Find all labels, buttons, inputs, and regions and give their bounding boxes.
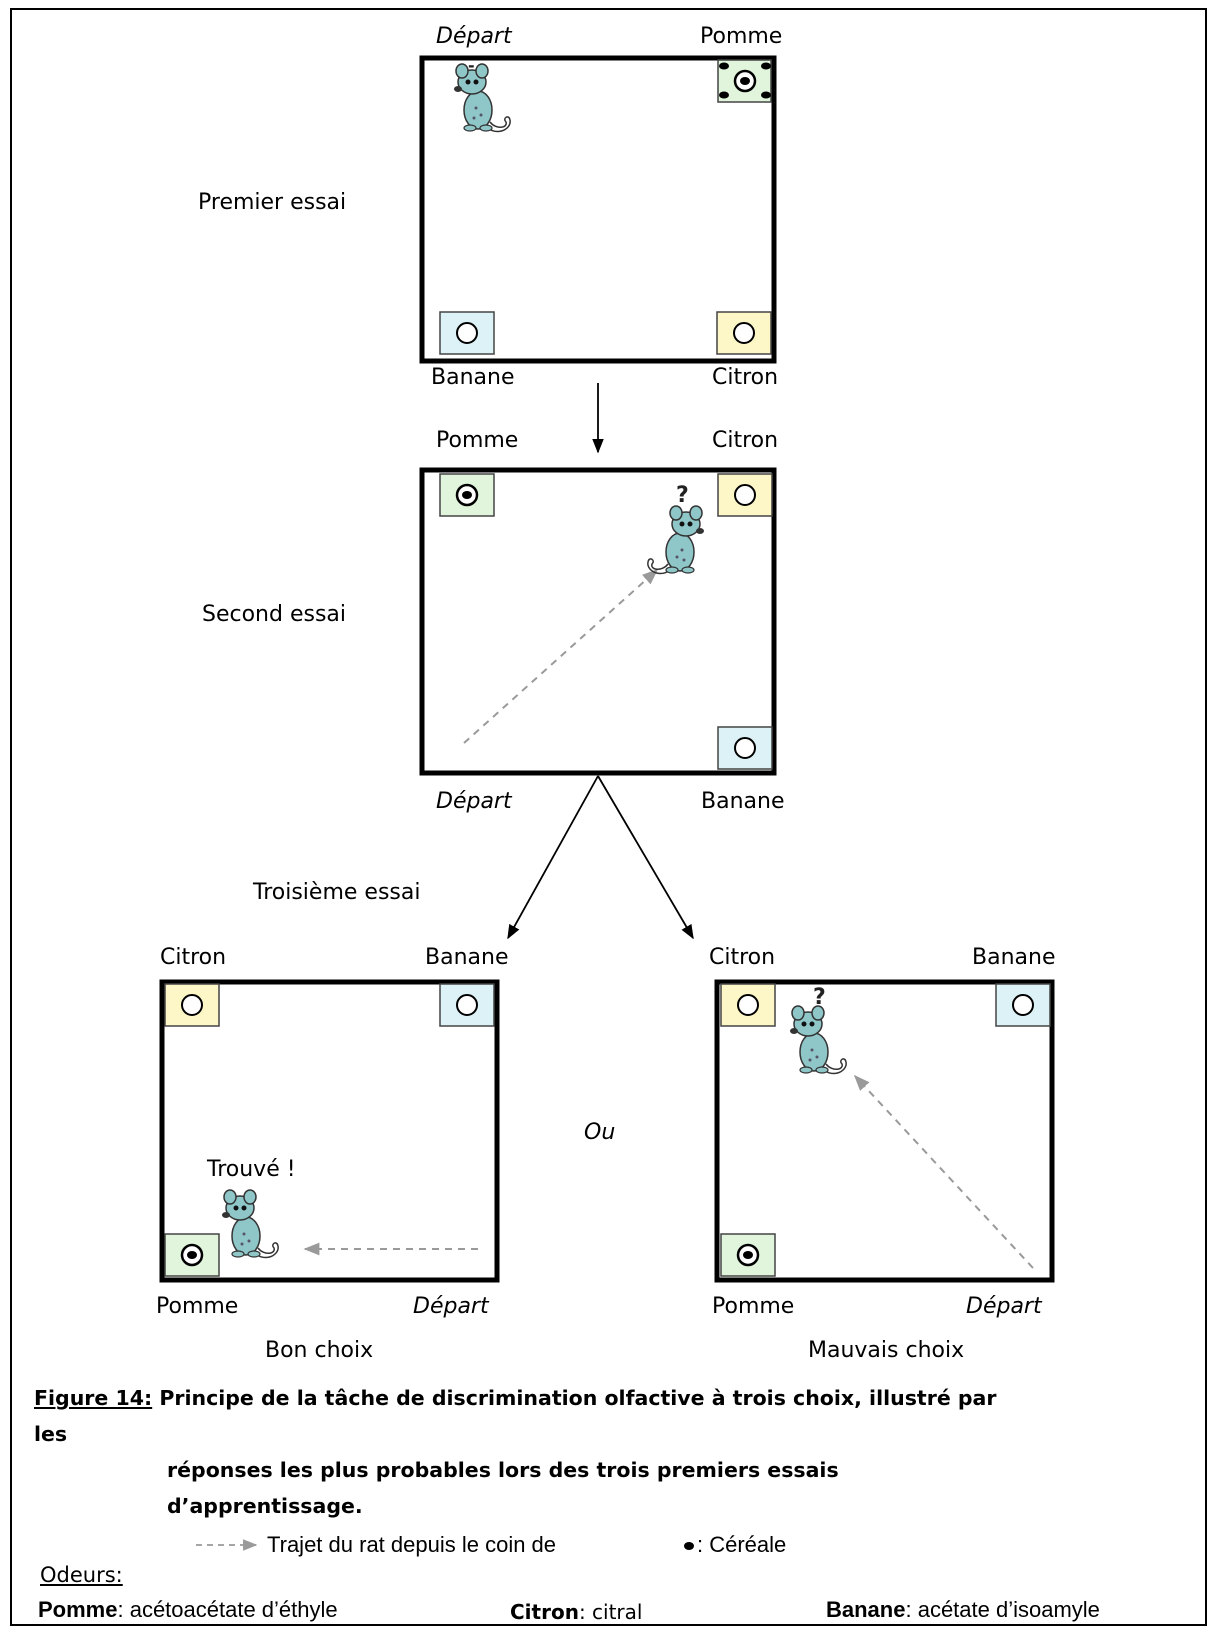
legend-odor-citron: Citron: citral xyxy=(510,1599,642,1625)
trial-1-corner-bottom-left: Banane xyxy=(431,365,515,390)
rat-path-arrow xyxy=(463,568,659,744)
trial-3-bad-corner-bottom-left: Pomme xyxy=(712,1294,795,1319)
trial-3-good-corner-bottom-left: Pomme xyxy=(156,1294,239,1319)
trial-1-arena: - xyxy=(419,55,777,364)
rat-path-arrow xyxy=(853,1074,1034,1269)
trial-1-label: Premier essai xyxy=(198,190,347,215)
legend-cereal-dot xyxy=(684,1542,694,1550)
legend-odor-desc: : citral xyxy=(578,1600,643,1624)
rat-icon: ? xyxy=(647,483,705,575)
legend-odors-title: Odeurs: xyxy=(40,1563,123,1587)
trial-2-corner-top-right: Citron xyxy=(712,428,779,453)
trial-3-label: Troisième essai xyxy=(253,880,421,905)
legend-odor-desc: : acétate d’isoamyle xyxy=(905,1597,1100,1622)
svg-text:-: - xyxy=(468,56,475,75)
trial-3-good-verdict: Bon choix xyxy=(265,1338,374,1363)
trial-3-good-arena xyxy=(159,979,500,1283)
pot-banane xyxy=(995,983,1051,1027)
trial-3-bad-corner-bottom-right: Départ xyxy=(966,1294,1042,1319)
caption-prefix: Figure 14: xyxy=(34,1386,153,1410)
trial-3-good-bubble: Trouvé ! xyxy=(207,1157,296,1182)
trial-3-bad-verdict: Mauvais choix xyxy=(808,1338,965,1363)
svg-text:?: ? xyxy=(676,483,689,508)
legend-odor-pomme: Pomme: acétoacétate d’éthyle xyxy=(38,1597,338,1623)
trial-3-bad-corner-top-left: Citron xyxy=(709,945,776,970)
legend-odor-desc: : acétoacétate d’éthyle xyxy=(117,1597,338,1622)
trial-2-corner-top-left: Pomme xyxy=(436,428,519,453)
trial-3-good-corner-bottom-right: Départ xyxy=(413,1294,489,1319)
trial-3-bad-corner-top-right: Banane xyxy=(972,945,1056,970)
caption-line-1: Principe de la tâche de discrimination o… xyxy=(34,1386,997,1446)
svg-text:?: ? xyxy=(813,985,826,1010)
trial-3-good-corner-top-right: Banane xyxy=(425,945,509,970)
legend-odor-banane: Banane: acétate d’isoamyle xyxy=(826,1597,1100,1623)
trial-1-corner-top-right: Pomme xyxy=(700,24,783,49)
trial-3-good-corner-top-left: Citron xyxy=(160,945,227,970)
rat-icon: - xyxy=(453,56,511,133)
rat-icon: ? xyxy=(789,985,847,1075)
trial-3-separator: Ou xyxy=(584,1120,616,1145)
legend-odor-name: Pomme xyxy=(38,1597,118,1622)
legend-odor-name: Banane xyxy=(826,1597,906,1622)
caption-line-2: réponses les plus probables lors des tro… xyxy=(167,1458,839,1518)
flow-arrow xyxy=(507,775,599,940)
figure-caption: Figure 14: Principe de la tâche de discr… xyxy=(34,1380,1034,1524)
legend-path-text: Trajet du rat depuis le coin de xyxy=(267,1532,557,1557)
trial-1-corner-bottom-right: Citron xyxy=(712,365,779,390)
legend-odor-name: Citron xyxy=(510,1600,579,1624)
trial-1-corner-top-left: Départ xyxy=(436,24,512,49)
flow-arrow xyxy=(597,775,694,940)
figure-frame xyxy=(10,8,1207,1626)
trial-2-corner-bottom-left: Départ xyxy=(436,789,512,814)
legend-cereal-text: : Céréale xyxy=(697,1532,787,1557)
trial-2-corner-bottom-right: Banane xyxy=(701,789,785,814)
trial-2-arena: ? xyxy=(419,467,777,776)
trial-2-label: Second essai xyxy=(202,602,347,627)
trial-3-bad-arena: ? xyxy=(714,979,1055,1283)
